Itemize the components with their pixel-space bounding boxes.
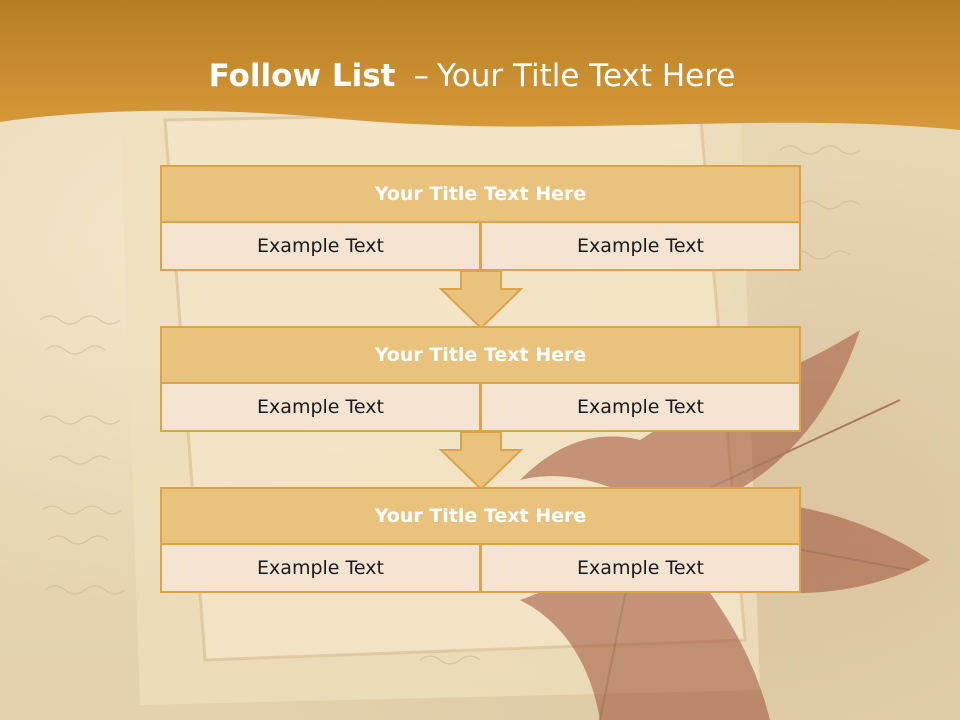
- step-right-text: Example Text: [480, 221, 801, 271]
- step-title: Your Title Text Here: [160, 487, 801, 545]
- step-title: Your Title Text Here: [160, 165, 801, 223]
- page-title: Follow List–Your Title Text Here: [0, 54, 944, 98]
- page-title-bold: Follow List: [208, 58, 396, 94]
- step-title: Your Title Text Here: [160, 326, 801, 384]
- step-right-text: Example Text: [480, 382, 801, 432]
- step-right-text: Example Text: [480, 543, 801, 593]
- step-left-text: Example Text: [160, 221, 481, 271]
- down-arrow-icon: [438, 431, 524, 491]
- page-title-rest: Your Title Text Here: [436, 58, 736, 94]
- step-left-text: Example Text: [160, 382, 481, 432]
- page-title-separator: –: [413, 58, 429, 94]
- down-arrow-icon: [438, 270, 524, 330]
- header-band: [0, 0, 960, 130]
- step-left-text: Example Text: [160, 543, 481, 593]
